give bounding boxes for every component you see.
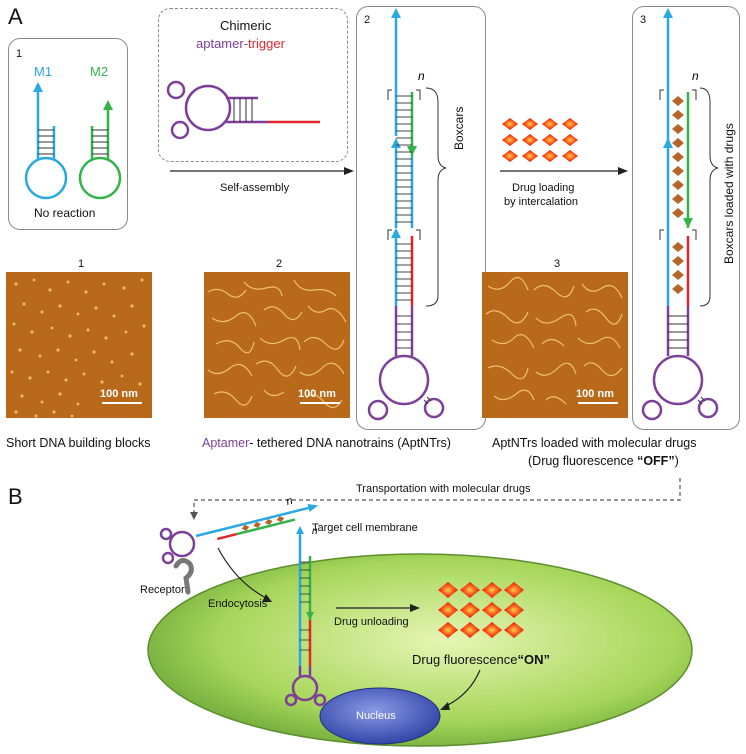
caption-short-dna: Short DNA building blocks (6, 436, 151, 450)
fluor-on-label: Drug fluorescence“ON” (412, 652, 550, 667)
aptamer-trigger-label: aptamer-trigger (196, 36, 285, 51)
afm-label-3: 3 (554, 258, 561, 270)
m1-label: M1 (34, 64, 53, 79)
unloading-label: Drug unloading (334, 616, 409, 628)
afm-label-2: 2 (276, 258, 283, 270)
afm-image-2: 100 nm (204, 272, 350, 418)
afm-scale-label-3: 100 nm (576, 388, 614, 400)
drug-loaded-diagram: n (641, 8, 719, 421)
dash: - (243, 36, 249, 51)
nucleus-label: Nucleus (356, 710, 396, 722)
intercalation-label: by intercalation (504, 196, 578, 208)
panel-letter-a: A (8, 4, 23, 29)
aptntr-diagram: n (367, 8, 447, 421)
m2-label: M2 (90, 64, 109, 79)
box3-n: n (692, 69, 699, 83)
afm-texture-chains (204, 272, 350, 418)
fluor-on-word: “ON” (517, 652, 551, 667)
afm-image-3: 100 nm (482, 272, 628, 418)
box2-n: n (418, 69, 425, 83)
aptamer-word: aptamer (196, 36, 244, 51)
afm-scale-label-2: 100 nm (298, 388, 336, 400)
afm-scale-bar-1 (102, 402, 142, 404)
transport-label: Transportation with molecular drugs (356, 483, 531, 495)
afm-scale-bar-2 (300, 402, 340, 404)
caption-fluor-off-word: “OFF” (637, 454, 675, 468)
no-reaction-label: No reaction (34, 206, 96, 220)
receptor-label: Receptor (140, 584, 185, 596)
caption-aptamer-word: Aptamer (202, 436, 250, 450)
boxcars-loaded-label: Boxcars loaded with drugs (722, 123, 736, 264)
caption-fluor-off: (Drug fluorescence “OFF”) (528, 454, 679, 468)
panel-letter-b: B (8, 484, 23, 509)
hairpin-m1-m2-diagram (24, 82, 122, 200)
afm-scale-bar-3 (578, 402, 618, 404)
boxcars-label: Boxcars (452, 106, 466, 150)
fluor-on-pre: Drug fluorescence (412, 652, 518, 667)
drug-loading-label: Drug loading (512, 182, 575, 194)
caption-fluor-off-pre: (Drug fluorescence (528, 454, 638, 468)
afm-texture-loaded-chains (482, 272, 628, 418)
chimeric-box (158, 8, 348, 162)
box3-number: 3 (640, 14, 647, 26)
chimeric-label: Chimeric (220, 18, 272, 33)
afm-scale-label-1: 100 nm (100, 388, 138, 400)
caption-aptntrs-text: - tethered DNA nanotrains (AptNTrs) (249, 436, 451, 450)
panel-b-n: n (285, 495, 294, 508)
self-assembly-arrow (170, 167, 354, 175)
box1-number: 1 (16, 48, 23, 60)
caption-loaded: AptNTrs loaded with molecular drugs (492, 436, 697, 450)
afm-texture-dots (6, 272, 152, 418)
trigger-word: trigger (248, 36, 285, 51)
drug-molecules-top (502, 118, 578, 162)
caption-fluor-off-post: ) (674, 454, 679, 468)
self-assembly-label: Self-assembly (220, 182, 290, 194)
internal-n: n (312, 526, 318, 537)
endocytosis-label: Endocytosis (208, 598, 268, 610)
afm-image-1: 100 nm (6, 272, 152, 418)
caption-aptntrs: Aptamer- tethered DNA nanotrains (AptNTr… (202, 436, 451, 450)
panel-b-diagram: n n (147, 478, 693, 747)
chimeric-aptamer-diagram (166, 80, 320, 140)
box2-number: 2 (364, 14, 371, 26)
afm-label-1: 1 (78, 258, 85, 270)
aptntr-box (356, 6, 486, 430)
drug-loading-arrow (500, 167, 628, 175)
membrane-label: Target cell membrane (312, 522, 418, 534)
